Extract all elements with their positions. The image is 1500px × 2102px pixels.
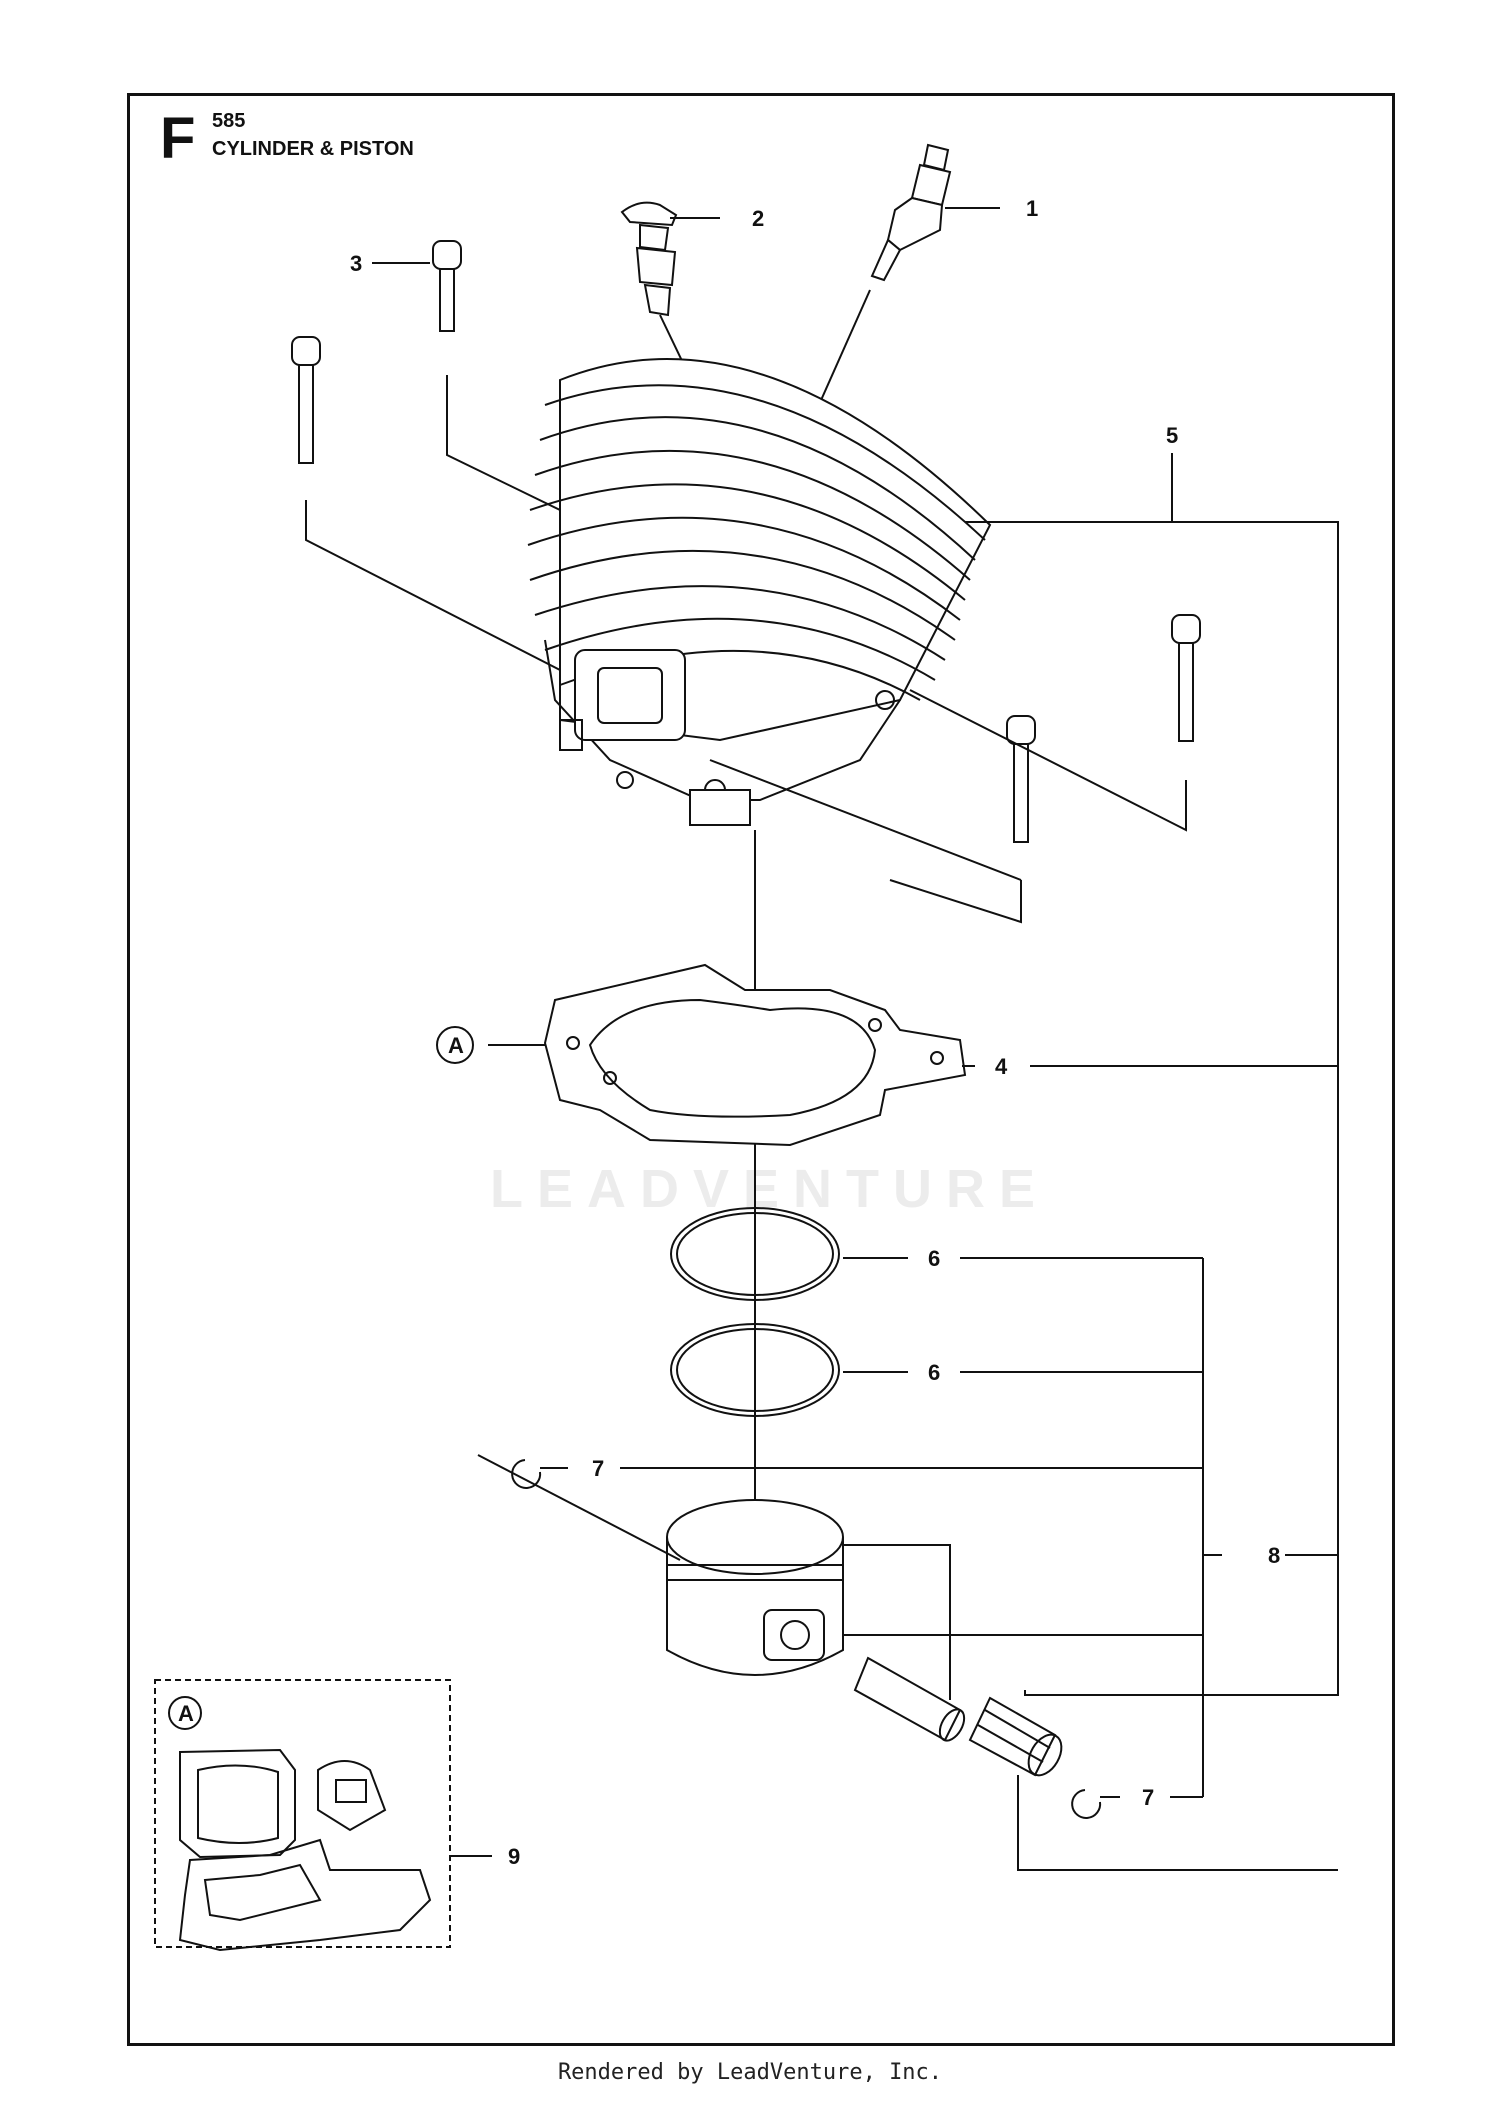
piston-pin-part[interactable]: [853, 1656, 969, 1745]
gasket-kit-box[interactable]: [154, 1679, 451, 1948]
gasket-kit-part[interactable]: [178, 1748, 432, 1952]
section-letter: F: [160, 106, 196, 171]
needle-bearing-part[interactable]: [968, 1696, 1068, 1781]
cylinder-bolt-part[interactable]: [291, 240, 1201, 843]
section-title: CYLINDER & PISTON: [212, 138, 414, 160]
reference-marker-a: [436, 1026, 474, 1064]
piston-part[interactable]: [666, 1499, 844, 1676]
callout-2: 2: [752, 206, 764, 231]
callout-a-main: A: [448, 1033, 464, 1058]
callout-5: 5: [1166, 423, 1178, 448]
cylinder-gasket-part[interactable]: [543, 963, 967, 1147]
model-number: 585: [212, 110, 246, 132]
reference-marker-a-kit: [168, 1696, 202, 1730]
callout-7-top: 7: [592, 1456, 604, 1481]
spark-plug-part[interactable]: [809, 143, 952, 426]
callout-4: 4: [995, 1054, 1008, 1079]
callout-6-bottom: 6: [928, 1360, 940, 1385]
callout-a-kit: A: [178, 1701, 194, 1726]
callout-3: 3: [350, 251, 362, 276]
decompression-valve-part[interactable]: [620, 201, 721, 441]
cylinder-part[interactable]: [527, 358, 992, 826]
diagram-frame: [127, 93, 1395, 2046]
piston-ring-part[interactable]: [670, 1207, 840, 1417]
callout-8: 8: [1268, 1543, 1280, 1568]
circlip-part[interactable]: [511, 1459, 1102, 1819]
callout-6-top: 6: [928, 1246, 940, 1271]
callout-1: 1: [1026, 196, 1038, 221]
callout-7-bottom: 7: [1142, 1785, 1154, 1810]
footer-credit: Rendered by LeadVenture, Inc.: [557, 2060, 943, 2085]
callout-9: 9: [508, 1844, 520, 1869]
